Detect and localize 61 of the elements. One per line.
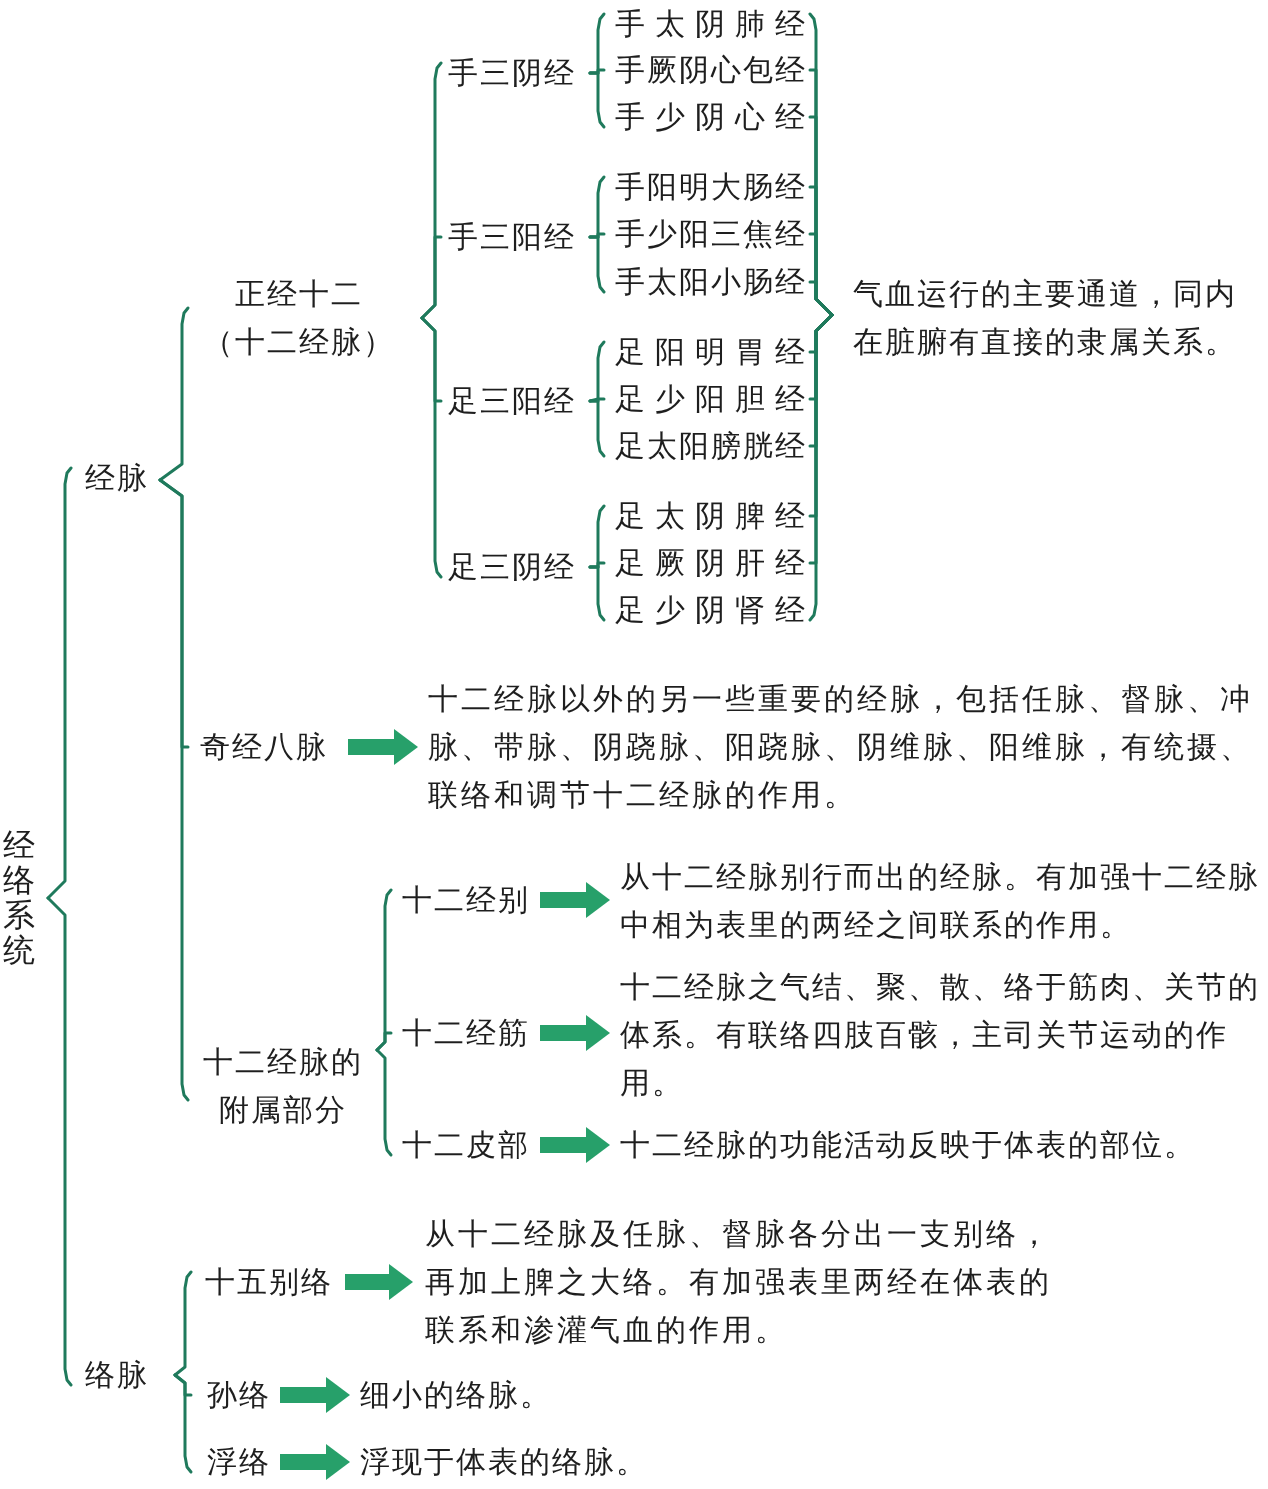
block-arrow	[280, 1377, 350, 1413]
subcategory-label: 十五别络	[204, 1263, 334, 1301]
brace-line	[46, 466, 73, 900]
meridian-label: 足太阳膀胱经	[614, 427, 808, 465]
category-label: 经脉	[84, 459, 150, 497]
meridian-label: 足厥阴肝经	[614, 544, 808, 582]
block-arrow	[540, 882, 610, 918]
brace-line	[808, 313, 834, 622]
description-text: 气血运行的主要通道，同内在脏腑有直接的隶属关系。	[852, 275, 1238, 361]
meridian-label: 手太阴肺经	[614, 5, 808, 43]
brace-line	[158, 306, 190, 482]
group-label: 手三阳经	[447, 218, 577, 256]
meridian-label: 足少阳胆经	[614, 380, 808, 418]
brace-line	[588, 565, 606, 622]
brace-line	[375, 1031, 393, 1052]
vertical-title: 经络系统	[3, 827, 35, 969]
block-arrow	[348, 729, 418, 765]
brace-line	[588, 399, 606, 458]
description-text: 从十二经脉别行而出的经脉。有加强十二经脉中相为表里的两经之间联系的作用。	[620, 858, 1261, 944]
block-arrow	[280, 1444, 350, 1480]
category-label: 奇经八脉	[199, 728, 329, 766]
brace-line	[158, 478, 190, 1102]
brace-line	[420, 316, 443, 579]
brace-line	[173, 1373, 193, 1474]
subcategory-label: 浮络	[206, 1443, 272, 1481]
description-text: 从十二经脉及任脉、督脉各分出一支别络，再加上脾之大络。有加强表里两经在体表的联系和渗灌气血的作用。	[425, 1215, 1053, 1349]
meridian-label: 足少阴肾经	[614, 591, 808, 629]
description-text: 细小的络脉。	[360, 1376, 552, 1414]
subcategory-label: 十二经筋	[401, 1014, 531, 1052]
category-label: 正经十二	[234, 275, 364, 313]
meridian-label: 手少阴心经	[614, 98, 808, 136]
description-text: 十二经脉以外的另一些重要的经脉，包括任脉、督脉、冲脉、带脉、阴跷脉、阳跷脉、阴维脉、阳维脉，有统摄、联络和调节十二经脉的作用。	[428, 680, 1254, 814]
brace-line	[588, 71, 606, 129]
description-text: 十二经脉之气结、聚、散、络于筋肉、关节的体系。有联络四肢百骸，主司关节运动的作用。	[620, 968, 1261, 1102]
meridian-label: 足阳明胃经	[614, 333, 808, 371]
block-arrow	[540, 1127, 610, 1163]
subcategory-label: 十二经别	[401, 881, 531, 919]
category-label: 络脉	[84, 1356, 150, 1394]
description-text: 浮现于体表的络脉。	[360, 1443, 648, 1481]
group-label: 手三阴经	[447, 54, 577, 92]
brace-line	[420, 235, 443, 320]
group-label: 足三阳经	[447, 382, 577, 420]
brace-line	[173, 1270, 193, 1377]
brace-line	[588, 235, 606, 294]
category-note: （十二经脉）	[202, 323, 396, 361]
meridian-label: 手太阳小肠经	[614, 263, 808, 301]
group-label: 足三阴经	[447, 548, 577, 586]
block-arrow	[345, 1264, 413, 1300]
subcategory-label: 十二皮部	[401, 1126, 531, 1164]
category-label: 十二经脉的附属部分	[201, 1043, 364, 1129]
brace-line	[588, 397, 606, 403]
description-text: 十二经脉的功能活动反映于体表的部位。	[620, 1126, 1196, 1164]
brace-line	[808, 280, 834, 317]
brace-line	[46, 896, 73, 1387]
meridian-label: 足太阴脾经	[614, 497, 808, 535]
subcategory-label: 孙络	[206, 1376, 272, 1414]
meridian-label: 手少阳三焦经	[614, 215, 808, 253]
brace-line	[375, 1048, 393, 1157]
block-arrow	[540, 1015, 610, 1051]
meridian-label: 手厥阴心包经	[614, 51, 808, 89]
meridian-label: 手阳明大肠经	[614, 168, 808, 206]
